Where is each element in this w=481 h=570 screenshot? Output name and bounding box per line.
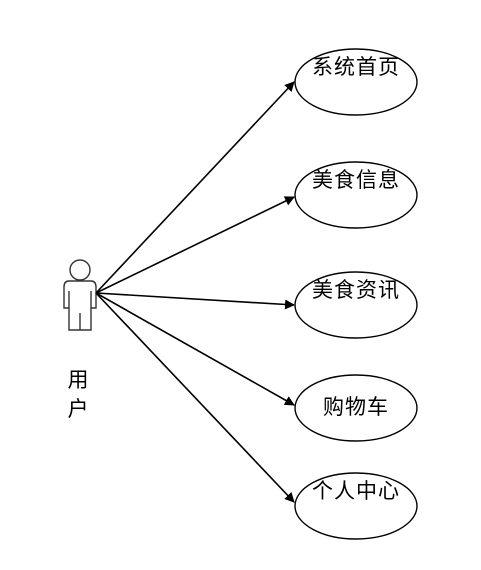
use-case-profile-ellipse: [294, 472, 418, 540]
association-home: [95, 81, 295, 294]
use-case-ellipses: [294, 48, 418, 540]
associations: [95, 81, 295, 503]
use-case-profile-label: 个人中心: [312, 479, 400, 503]
actor-label: 用户: [67, 368, 89, 421]
association-profile: [95, 292, 295, 503]
use-case-home-ellipse: [294, 48, 418, 116]
use-case-food-info-ellipse: [294, 161, 418, 229]
actor-body: [63, 280, 97, 331]
use-case-food-news-ellipse: [294, 271, 418, 339]
actor-figure: [63, 259, 97, 331]
actor-head: [69, 259, 91, 281]
association-cart: [95, 292, 295, 406]
association-food-news: [95, 292, 295, 310]
use-case-food-news-label: 美食资讯: [312, 278, 400, 302]
use-case-cart-ellipse: [294, 374, 418, 442]
association-food-info: [95, 196, 295, 294]
use-case-cart-label: 购物车: [323, 395, 389, 419]
use-case-home-label: 系统首页: [312, 55, 400, 79]
use-case-food-info-label: 美食信息: [312, 168, 400, 192]
